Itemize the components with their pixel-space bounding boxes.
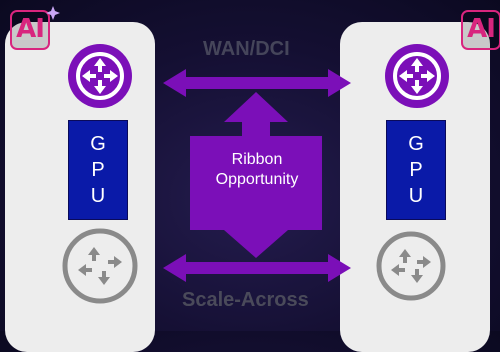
gpu-letter: U [90,185,106,207]
gpu-letter: P [91,159,105,181]
scale-across-label: Scale-Across [182,289,309,311]
wan-dci-label: WAN/DCI [203,38,290,60]
sparkle-icon [46,6,60,20]
ribbon-opportunity-label: Ribbon Opportunity [190,150,324,190]
router-icon-top-left [68,44,132,108]
ribbon-vertical-arrow [190,92,322,258]
wan-double-arrow [163,69,351,97]
gpu-letter: P [409,159,423,181]
router-icon-bottom-left [62,228,138,304]
router-icon-top-right [385,44,449,108]
gpu-block-left: G P U [68,120,128,220]
scale-across-double-arrow [163,254,351,282]
diagram-graphics [46,6,449,304]
gpu-letter: U [408,185,424,207]
router-icon-bottom-right [376,231,446,301]
gpu-block-right: G P U [386,120,446,220]
ai-logo-right: AI [461,10,500,50]
gpu-letter: G [408,133,424,155]
ribbon-label-line1: Ribbon [231,151,283,168]
ribbon-label-line2: Opportunity [215,171,299,188]
ai-logo-left: AI [10,10,50,50]
gpu-letter: G [90,133,106,155]
